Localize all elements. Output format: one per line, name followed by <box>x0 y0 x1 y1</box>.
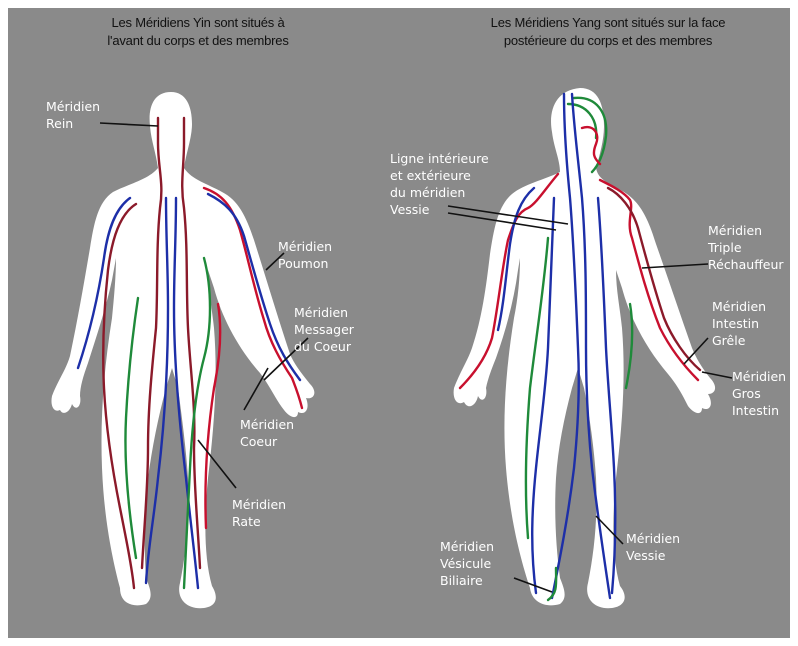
label-meridien-vesicule-biliaire: Méridien Vésicule Biliaire <box>440 538 494 589</box>
label-meridien-coeur: Méridien Coeur <box>240 416 294 450</box>
diagram-frame: Les Méridiens Yin sont situés à l'avant … <box>8 8 790 638</box>
label-meridien-gros-intestin: Méridien Gros Intestin <box>732 368 786 419</box>
label-meridien-rate: Méridien Rate <box>232 496 286 530</box>
label-meridien-vessie: Méridien Vessie <box>626 530 680 564</box>
label-meridien-intestin-grele: Méridien Intestin Grêle <box>712 298 766 349</box>
label-meridien-poumon: Méridien Poumon <box>278 238 332 272</box>
label-ligne-vessie: Ligne intérieure et extérieure du méridi… <box>390 150 489 218</box>
label-meridien-rein: Méridien Rein <box>46 98 100 132</box>
label-meridien-triple-rechauffeur: Méridien Triple Réchauffeur <box>708 222 784 273</box>
label-meridien-messager-du-coeur: Méridien Messager du Coeur <box>294 304 354 355</box>
